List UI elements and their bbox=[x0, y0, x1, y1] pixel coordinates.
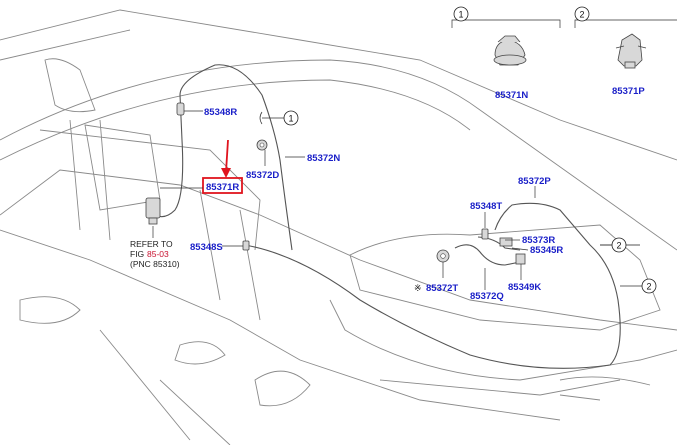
part-85349k-label[interactable]: 85349K bbox=[508, 282, 541, 293]
part-85372t-label[interactable]: 85372T bbox=[426, 283, 458, 294]
nozzle-85345r-icon bbox=[499, 237, 513, 247]
washer-pump-icon bbox=[145, 197, 161, 225]
callout-circle-1: 1 bbox=[288, 114, 293, 124]
vehicle-body-outline bbox=[0, 9, 677, 445]
asterisk-mark: ※ bbox=[414, 283, 422, 293]
callouts: 85348R 1 85372D 85372N 85371R REFER TO F… bbox=[130, 107, 657, 302]
clip-85371p-icon bbox=[615, 33, 647, 69]
hose-clamp-85372d-icon bbox=[256, 139, 268, 151]
hose-joint-85348r-icon bbox=[176, 102, 185, 116]
part-85372n-label[interactable]: 85372N bbox=[307, 153, 340, 164]
part-85371p-label[interactable]: 85371P bbox=[612, 86, 645, 97]
highlight-box bbox=[202, 177, 243, 194]
part-85348r-label[interactable]: 85348R bbox=[204, 107, 237, 118]
refer-line-1: REFER TO bbox=[130, 239, 173, 249]
hose-joint-85348s-icon bbox=[242, 240, 250, 251]
refer-fig-link[interactable]: 85-03 bbox=[147, 249, 169, 259]
part-85371n-label[interactable]: 85371N bbox=[495, 90, 528, 101]
clip-85349k-icon bbox=[515, 253, 526, 265]
part-85348t-label[interactable]: 85348T bbox=[470, 201, 502, 212]
callout-circle-2a: 2 bbox=[616, 241, 621, 251]
legend-group-1-number: 1 bbox=[458, 10, 463, 20]
legend-group-1: 1 85371N bbox=[451, 6, 561, 101]
clip-85371n-icon bbox=[493, 35, 527, 66]
part-85372p-label[interactable]: 85372P bbox=[518, 176, 551, 187]
washer-hoses bbox=[154, 64, 640, 369]
hose-clamp-85372t-icon bbox=[436, 249, 450, 263]
part-85345r-label[interactable]: 85345R bbox=[530, 245, 563, 256]
hose-joint-85348t-icon bbox=[481, 228, 489, 240]
legend-group-2-number: 2 bbox=[579, 10, 584, 20]
part-85372d-label[interactable]: 85372D bbox=[246, 170, 279, 181]
legend-group-2: 2 85371P bbox=[574, 6, 677, 97]
part-85373r-label[interactable]: 85373R bbox=[522, 235, 555, 246]
part-85371r-label[interactable]: 85371R bbox=[206, 182, 239, 193]
part-85348s-label[interactable]: 85348S bbox=[190, 242, 223, 253]
refer-pnc: (PNC 85310) bbox=[130, 259, 180, 269]
part-85372q-label[interactable]: 85372Q bbox=[470, 291, 504, 302]
refer-fig-prefix: FIG bbox=[130, 249, 144, 259]
callout-circle-2b: 2 bbox=[646, 282, 651, 292]
